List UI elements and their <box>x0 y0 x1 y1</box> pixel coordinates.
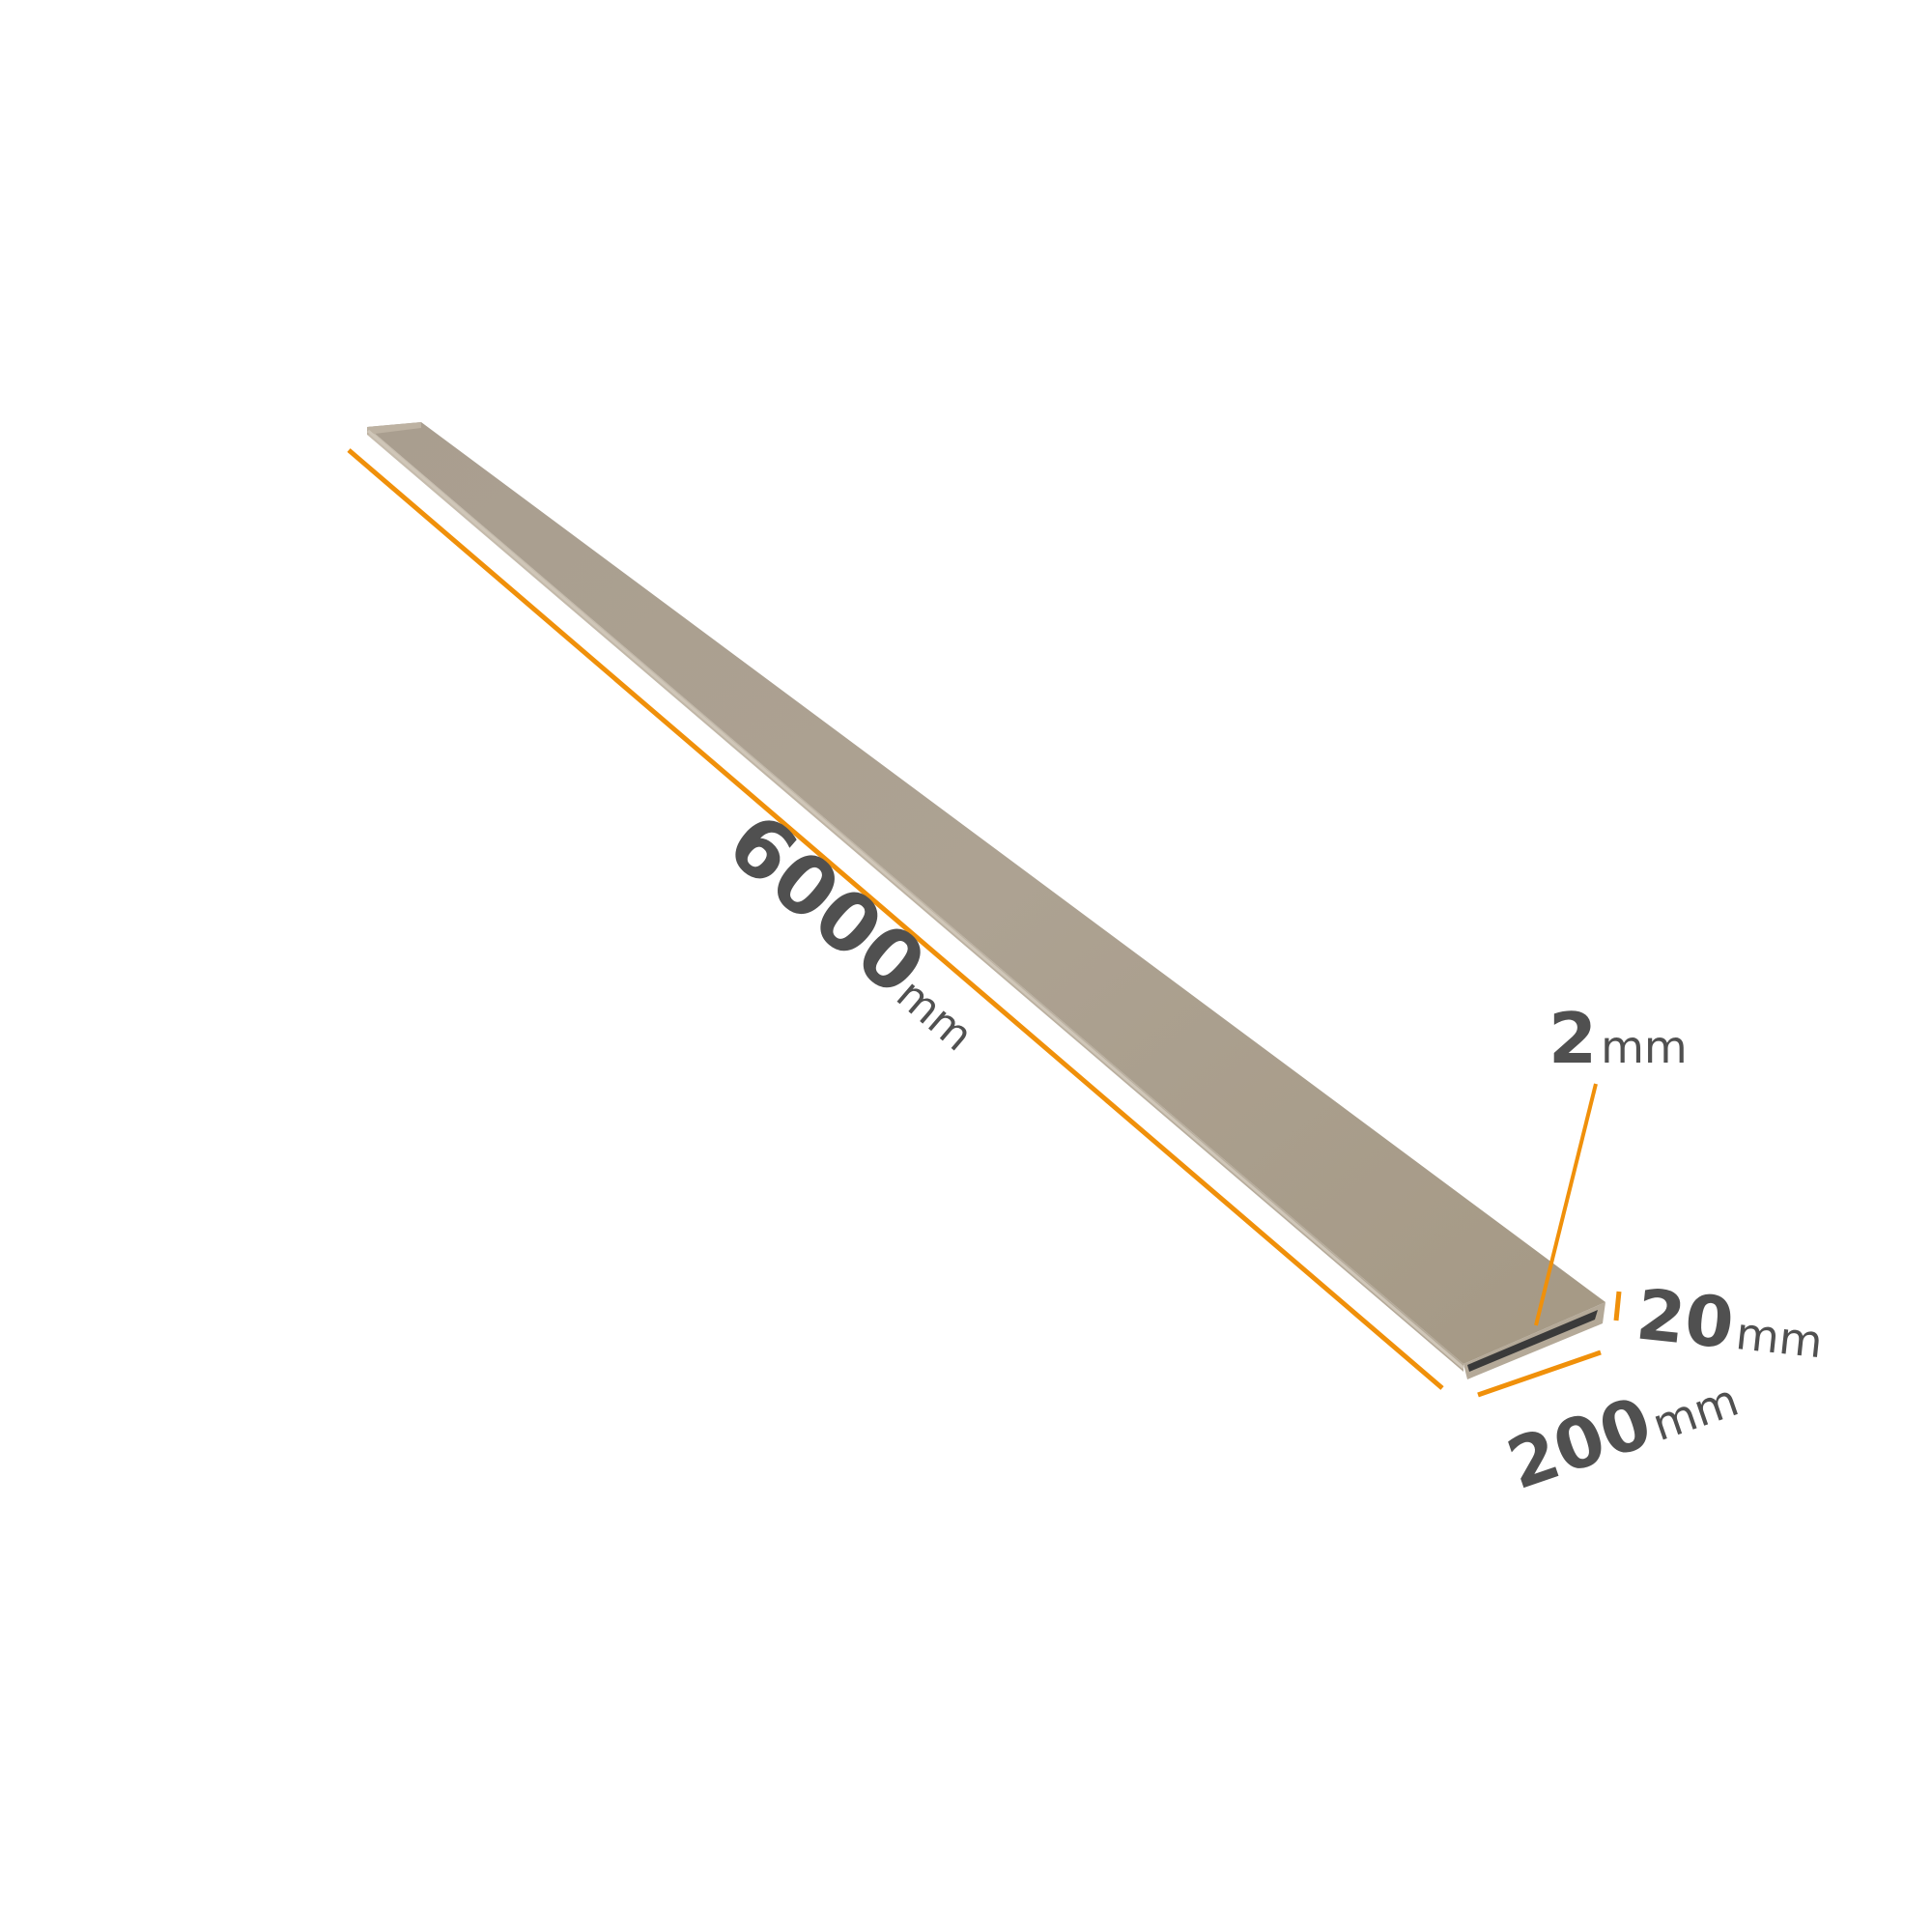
height-value: 20 <box>1633 1273 1737 1364</box>
width-dimension-line <box>1477 1350 1602 1398</box>
height-label: 20mm <box>1633 1273 1828 1374</box>
tube-edge-highlight <box>367 429 1464 1370</box>
svg-text:20mm: 20mm <box>1633 1273 1828 1374</box>
thickness-unit: mm <box>1601 1021 1688 1073</box>
rectangular-tube <box>367 422 1605 1379</box>
thickness-leader-line <box>1534 1083 1598 1326</box>
height-dimension-line <box>1613 1291 1622 1321</box>
thickness-label: 2mm <box>1548 998 1688 1079</box>
dimension-lines <box>347 448 1622 1398</box>
tube-hollow-opening <box>1467 1310 1598 1372</box>
height-unit: mm <box>1733 1307 1825 1368</box>
svg-text:2mm: 2mm <box>1548 998 1688 1079</box>
tube-far-end <box>367 422 421 435</box>
length-dimension-line <box>347 448 1444 1390</box>
tube-top-face <box>367 422 1605 1364</box>
width-value: 200 <box>1497 1381 1661 1505</box>
width-unit: mm <box>1646 1374 1745 1451</box>
thickness-value: 2 <box>1548 998 1597 1079</box>
